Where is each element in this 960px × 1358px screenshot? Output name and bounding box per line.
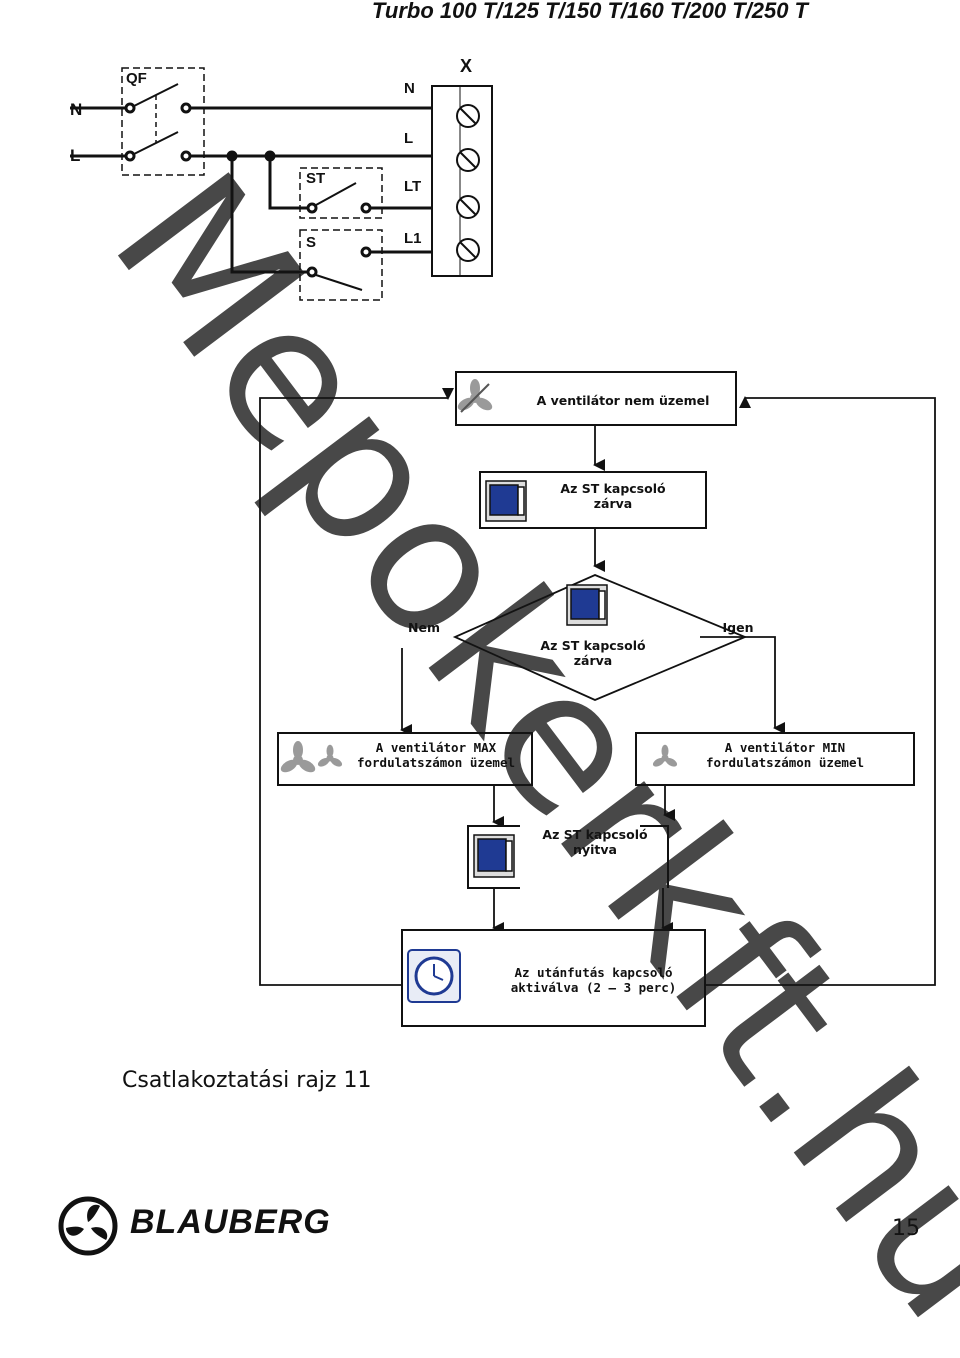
breaker-label: QF bbox=[126, 70, 147, 87]
switch-icon-3 bbox=[473, 834, 515, 878]
fan-icons bbox=[280, 379, 678, 773]
terminal-label-lt: LT bbox=[404, 178, 422, 195]
terminal-label-n: N bbox=[404, 80, 415, 97]
switch-s-box bbox=[299, 229, 383, 301]
st-open-text-2: nyitva bbox=[573, 842, 617, 857]
box-fan-off bbox=[455, 371, 737, 426]
fan-off-icon bbox=[457, 379, 493, 413]
blauberg-logo-mark bbox=[58, 1196, 118, 1256]
terminal-label-l1: L1 bbox=[404, 230, 422, 247]
flowchart-lines bbox=[259, 388, 936, 986]
diagram-canvas bbox=[58, 67, 936, 1256]
brand-logo-text: BLAUBERG bbox=[130, 1203, 331, 1241]
box-timer bbox=[401, 929, 706, 1027]
decision-text-1: Az ST kapcsoló bbox=[540, 638, 646, 653]
terminal-block bbox=[431, 85, 493, 277]
wiring-diagram bbox=[70, 67, 493, 301]
fan-max-icon-small bbox=[317, 744, 343, 767]
switch-icon-1 bbox=[485, 480, 527, 522]
fan-min-icon bbox=[652, 744, 678, 767]
branch-no-label: Nem bbox=[408, 620, 440, 635]
page-number: 15 bbox=[892, 1216, 920, 1241]
decision-text-2: zárva bbox=[573, 653, 613, 668]
st-closed-text-2: zárva bbox=[593, 496, 633, 511]
box-fan-min bbox=[635, 732, 915, 786]
box-fan-max bbox=[277, 732, 533, 786]
switch-icons bbox=[473, 480, 608, 878]
fan-min-text-1: A ventilátor MIN bbox=[724, 740, 846, 755]
terminal-screws bbox=[456, 104, 480, 262]
terminal-label-l: L bbox=[404, 130, 414, 147]
figure-caption: Csatlakoztatási rajz 11 bbox=[122, 1068, 372, 1093]
clock-icon bbox=[407, 949, 461, 1003]
fan-off-text: A ventilátor nem üzemel bbox=[536, 393, 710, 408]
input-l-label: L bbox=[70, 146, 81, 165]
branch-yes-label: Igen bbox=[722, 620, 754, 635]
st-closed-text-1: Az ST kapcsoló bbox=[560, 481, 666, 496]
switch-st-label: ST bbox=[306, 170, 326, 187]
timer-text-2: aktiválva (2 – 3 perc) bbox=[510, 980, 677, 995]
st-open-text-1: Az ST kapcsoló bbox=[542, 827, 648, 842]
switch-s-label: S bbox=[306, 234, 317, 251]
input-n-label: N bbox=[70, 100, 83, 119]
fan-max-icon-large bbox=[280, 741, 316, 773]
terminal-block-label: X bbox=[460, 56, 473, 76]
switch-icon-2 bbox=[566, 584, 608, 626]
fan-max-text-2: fordulatszámon üzemel bbox=[356, 755, 516, 770]
breaker-box bbox=[121, 67, 205, 176]
fan-max-text-1: A ventilátor MAX bbox=[375, 740, 497, 755]
timer-text-1: Az utánfutás kapcsoló bbox=[514, 965, 673, 980]
fan-min-text-2: fordulatszámon üzemel bbox=[705, 755, 865, 770]
page-title: Turbo 100 T/125 T/150 T/160 T/200 T/250 … bbox=[371, 0, 808, 23]
